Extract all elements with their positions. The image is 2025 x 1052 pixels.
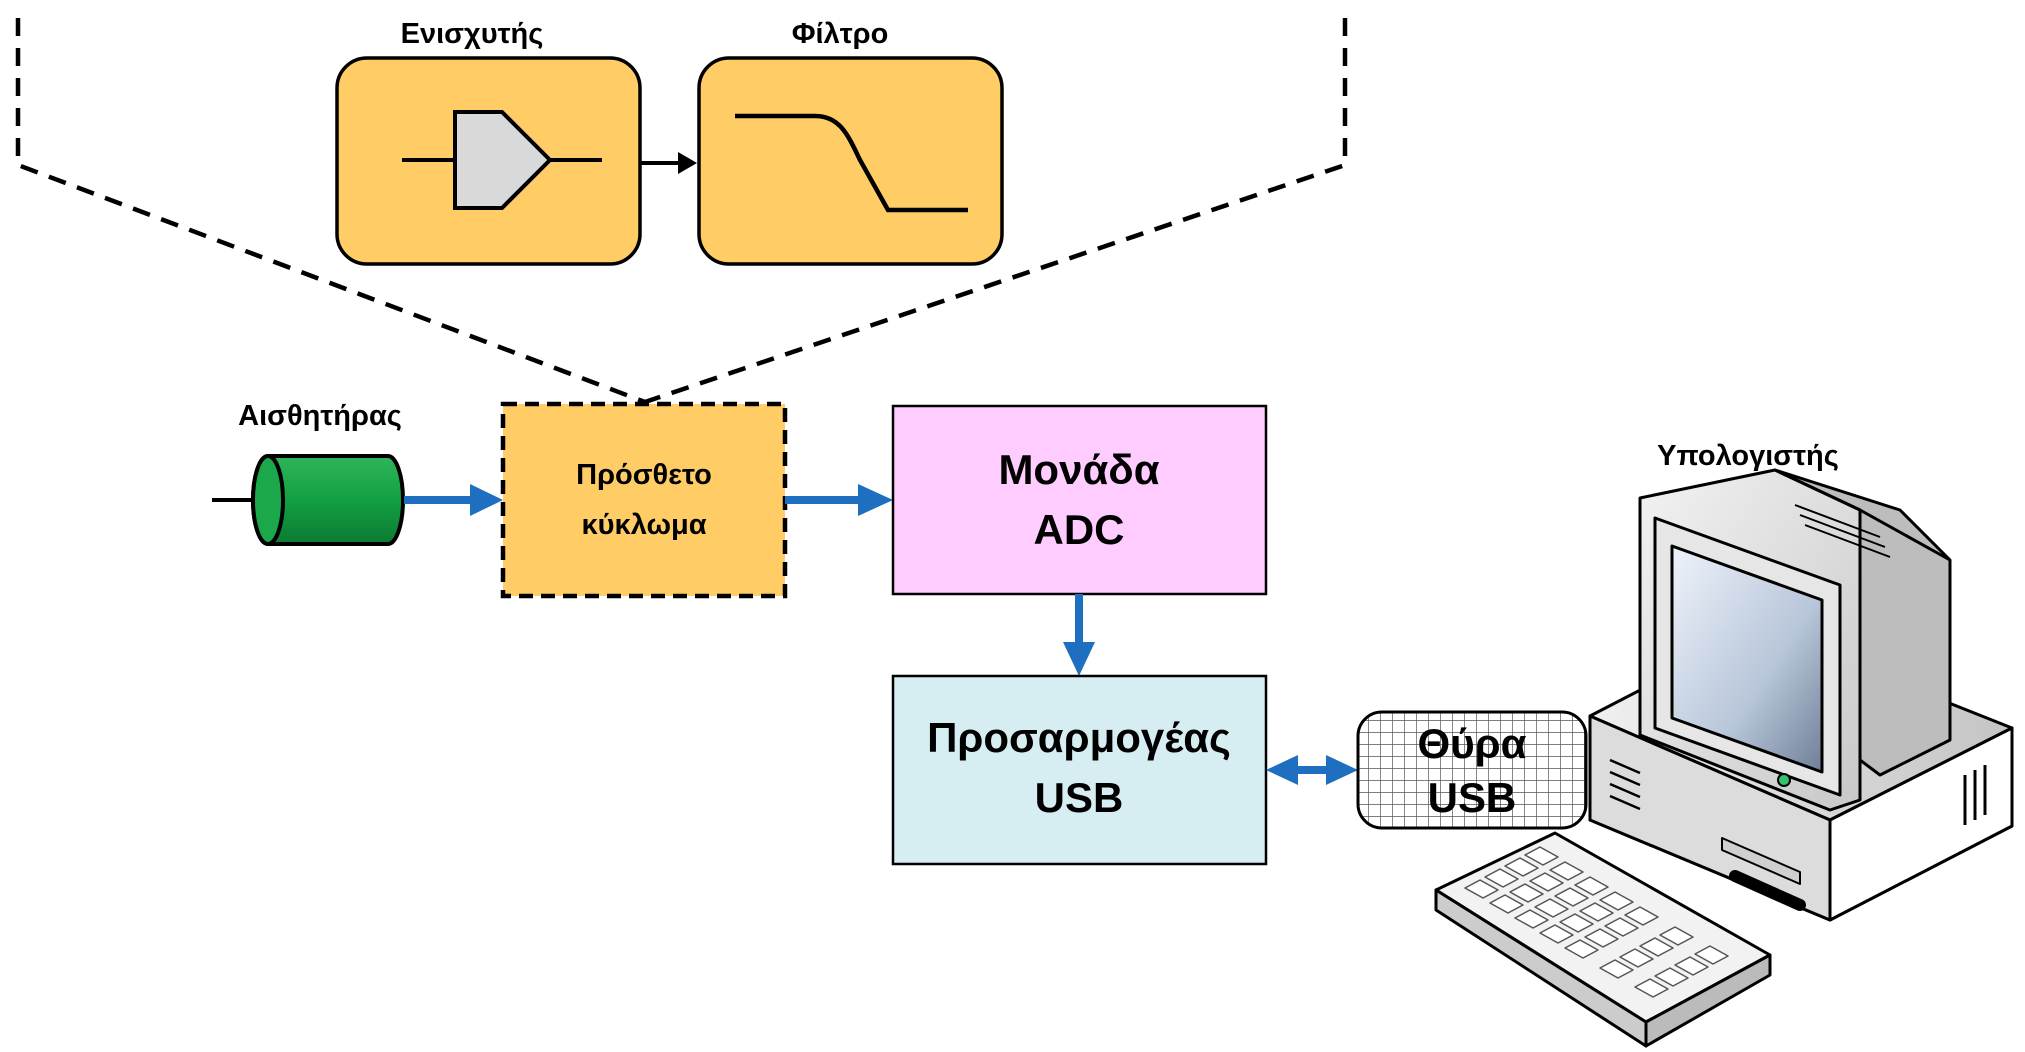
adc-unit-block — [891, 404, 1268, 596]
sensor-cylinder-icon — [212, 454, 405, 546]
usb-port-label-line2: USB — [1428, 774, 1517, 821]
usb-port-label-line1: Θύρα — [1418, 720, 1527, 767]
adapter-port-double-arrow — [1266, 755, 1358, 785]
keyboard-icon — [1434, 831, 1772, 1048]
computer-label: Υπολογιστής — [1657, 440, 1839, 472]
computer-icon — [1588, 468, 2014, 922]
adc-to-adapter-arrow — [1063, 594, 1095, 676]
extra-circuit-block — [500, 401, 788, 599]
usb-adapter-label-line1: Προσαρμογέας — [927, 714, 1231, 761]
usb-port-block — [1356, 710, 1588, 830]
filter-block — [697, 56, 1004, 266]
extra-circuit-label-line1: Πρόσθετο — [576, 459, 712, 491]
amplifier-label: Ενισχυτής — [401, 18, 544, 50]
zoom-dashed-lines — [15, 18, 1348, 405]
amp-to-filter-arrow — [640, 152, 697, 174]
sensor-to-circuit-arrow — [404, 484, 503, 516]
filter-label: Φίλτρο — [792, 18, 889, 50]
sensor-label: Αισθητήρας — [238, 400, 402, 432]
circuit-to-adc-arrow — [785, 484, 893, 516]
usb-adapter-block — [891, 674, 1268, 866]
adc-unit-label-line1: Μονάδα — [998, 446, 1159, 493]
lowpass-filter-curve-icon — [735, 113, 968, 213]
usb-adapter-label-line2: USB — [1035, 774, 1124, 821]
amplifier-symbol-icon — [402, 110, 602, 210]
adc-unit-label-line2: ADC — [1034, 506, 1125, 553]
amplifier-block — [335, 56, 642, 266]
extra-circuit-label-line2: κύκλωμα — [581, 509, 706, 541]
